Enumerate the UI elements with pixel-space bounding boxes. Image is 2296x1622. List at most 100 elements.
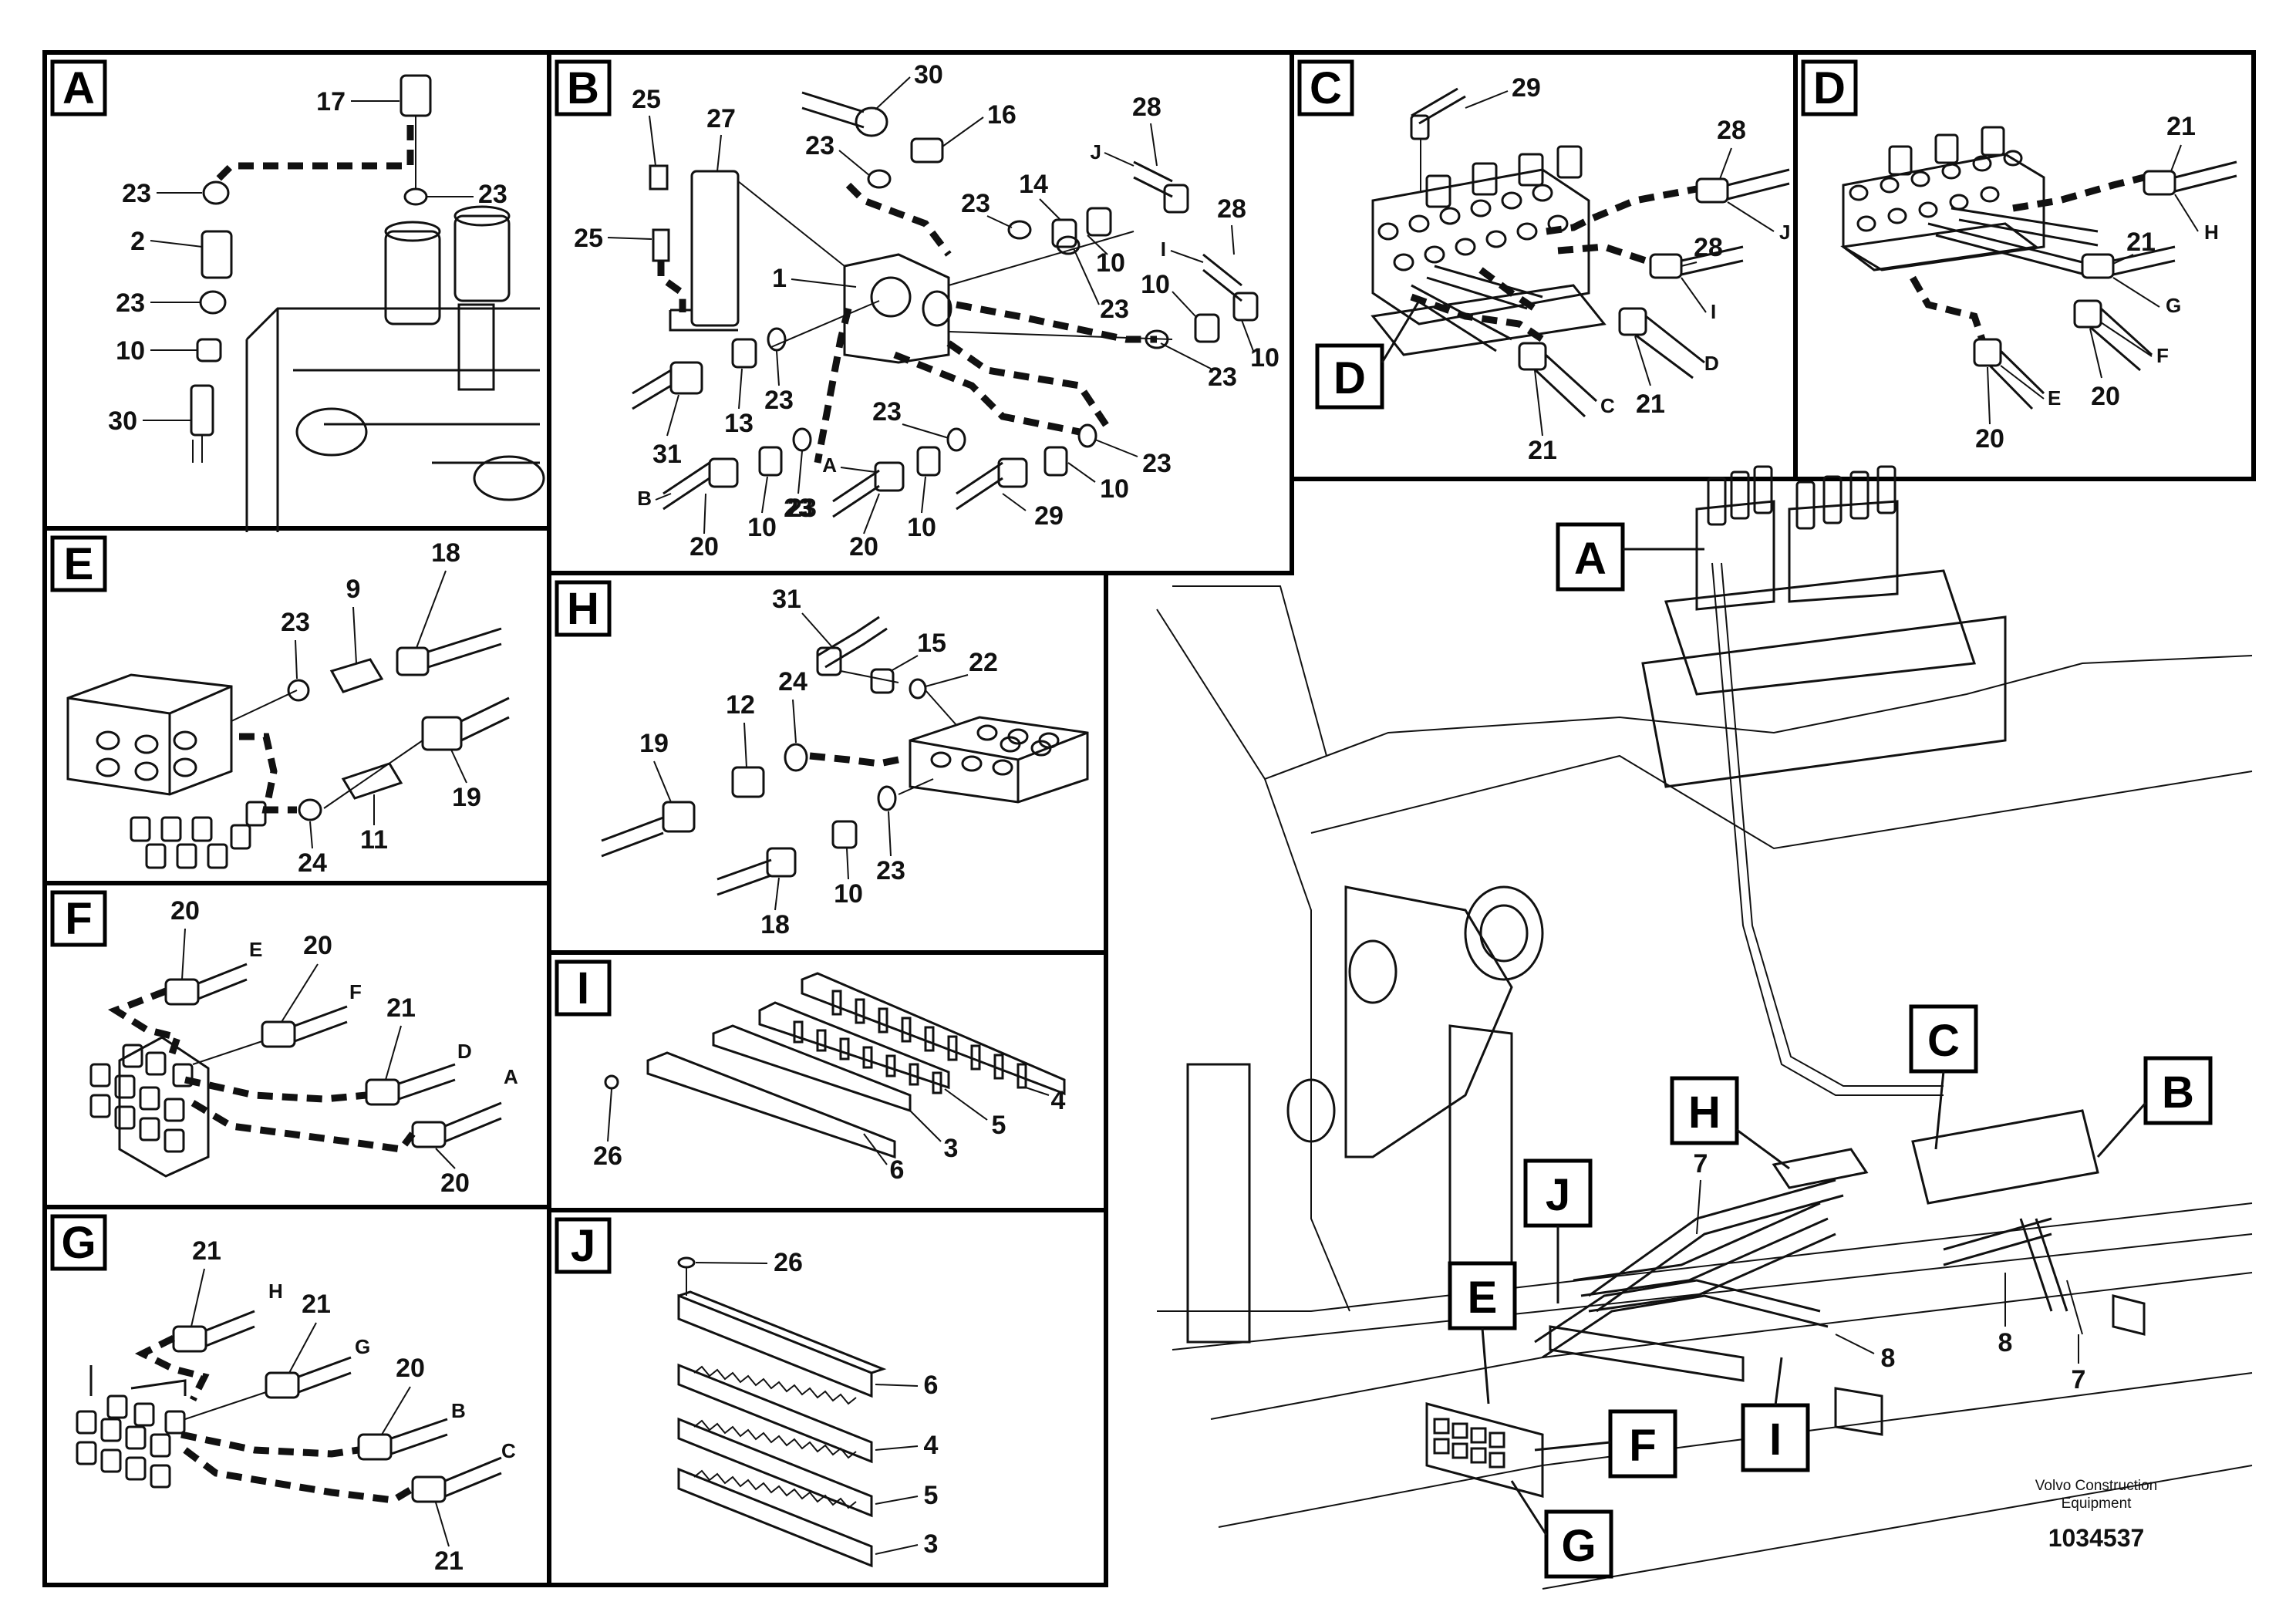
svg-text:21: 21 [1636, 389, 1665, 419]
svg-text:23: 23 [787, 494, 817, 523]
svg-text:I: I [1769, 1415, 1782, 1465]
svg-text:10: 10 [834, 879, 863, 909]
svg-text:29: 29 [1034, 501, 1064, 531]
svg-text:C: C [501, 1439, 516, 1462]
svg-text:F: F [65, 894, 92, 944]
svg-text:D: D [1333, 353, 1366, 403]
svg-text:J: J [1779, 221, 1790, 244]
svg-text:23: 23 [876, 856, 905, 885]
panel-tag-A: A [50, 59, 107, 116]
panel-b-drawing [632, 91, 1259, 518]
overview-drawing [1156, 465, 2253, 1590]
panel-b-labels: 25 27 25 1 30 16 23 28 J 14 23 10 I 28 2… [574, 60, 1279, 561]
svg-text:I: I [1711, 300, 1716, 323]
svg-text:G: G [1561, 1521, 1596, 1571]
panel-e-drawing [66, 627, 510, 869]
svg-text:A: A [504, 1065, 518, 1088]
svg-text:9: 9 [346, 575, 361, 604]
svg-text:11: 11 [360, 825, 388, 855]
svg-text:12: 12 [726, 690, 755, 720]
svg-text:2: 2 [130, 227, 145, 256]
overview-tag-A: A [1556, 522, 1704, 592]
svg-text:15: 15 [917, 629, 946, 658]
svg-text:3: 3 [924, 1529, 939, 1559]
svg-text:13: 13 [724, 409, 754, 438]
svg-text:23: 23 [1100, 295, 1129, 324]
overview-labels: 7 8 8 7 [1694, 1149, 2086, 1394]
svg-text:27: 27 [706, 104, 736, 133]
panel-g-labels: 21 H 21 G 20 B C 21 [190, 1236, 516, 1576]
svg-text:21: 21 [192, 1236, 221, 1266]
svg-text:1: 1 [772, 264, 787, 293]
svg-text:3: 3 [944, 1134, 959, 1163]
overview-tags: A C B H J E F G I [1448, 522, 2213, 1579]
svg-text:10: 10 [1096, 248, 1125, 278]
svg-text:28: 28 [1132, 93, 1161, 122]
svg-text:16: 16 [987, 100, 1017, 130]
overview-tag-H: H [1670, 1076, 1790, 1170]
svg-text:10: 10 [116, 336, 145, 366]
svg-text:21: 21 [1636, 389, 1665, 419]
panel-tag-E: E [50, 535, 107, 592]
panel-tag-J: J [555, 1217, 612, 1274]
svg-text:18: 18 [431, 538, 460, 568]
svg-text:F: F [349, 980, 362, 1003]
svg-text:20: 20 [440, 1168, 470, 1198]
overview-tag-B: B [2096, 1056, 2213, 1158]
svg-text:A: A [62, 63, 95, 113]
svg-text:30: 30 [108, 406, 137, 436]
panel-f-drawing [89, 963, 502, 1178]
panel-a-labels: 17 23 23 2 23 10 30 [108, 87, 507, 436]
svg-text:19: 19 [452, 783, 481, 812]
svg-text:31: 31 [652, 440, 682, 469]
svg-text:20: 20 [170, 896, 200, 926]
svg-text:20: 20 [396, 1354, 425, 1383]
svg-text:D: D [1813, 63, 1846, 113]
overview-tag-I: I [1741, 1357, 1810, 1472]
svg-text:18: 18 [760, 910, 790, 939]
svg-text:H: H [2204, 221, 2219, 244]
drawing-footer: Volvo Construction Equipment 1034537 [2035, 1478, 2157, 1552]
svg-text:23: 23 [784, 494, 813, 523]
svg-text:8: 8 [1998, 1328, 2013, 1357]
svg-text:6: 6 [924, 1371, 939, 1400]
svg-text:4: 4 [924, 1431, 939, 1460]
svg-text:4: 4 [1051, 1086, 1066, 1115]
svg-text:29: 29 [1512, 73, 1541, 103]
svg-text:G: G [2166, 294, 2181, 317]
svg-text:23: 23 [1142, 449, 1172, 478]
svg-text:20: 20 [1975, 424, 2004, 454]
svg-text:J: J [1091, 140, 1101, 164]
svg-text:21: 21 [2166, 112, 2196, 141]
svg-text:26: 26 [593, 1141, 622, 1171]
svg-text:F: F [2156, 344, 2169, 367]
panel-j-labels: 26 6 4 5 3 [695, 1248, 939, 1559]
panel-tag-I: I [555, 959, 612, 1017]
overview-tag-E: E [1448, 1261, 1517, 1404]
panel-tag-F: F [50, 890, 107, 947]
svg-text:21: 21 [434, 1546, 464, 1576]
panel-tags: A B C D E H F I G J [50, 59, 1858, 1274]
svg-text:10: 10 [1141, 270, 1170, 299]
company-name-line1: Volvo Construction [2035, 1478, 2157, 1494]
svg-text:21: 21 [302, 1290, 331, 1319]
svg-text:10: 10 [907, 513, 936, 542]
panel-f-labels: 20 E 20 F 21 D A 20 [170, 896, 518, 1198]
svg-text:G: G [61, 1218, 96, 1268]
svg-text:10: 10 [747, 513, 777, 542]
svg-text:25: 25 [574, 224, 603, 253]
svg-text:23: 23 [872, 397, 902, 427]
svg-text:E: E [249, 938, 262, 961]
svg-text:20: 20 [849, 532, 878, 561]
panel-tag-G: G [50, 1214, 107, 1271]
svg-text:E: E [64, 539, 94, 589]
svg-text:H: H [1688, 1088, 1721, 1138]
panel-h-labels: 31 15 22 12 24 19 10 23 18 [639, 585, 998, 939]
svg-text:20: 20 [689, 532, 719, 561]
svg-text:22: 22 [969, 648, 998, 677]
svg-text:7: 7 [2072, 1365, 2086, 1394]
panel-tag-C: C [1297, 59, 1354, 116]
svg-text:28: 28 [1694, 233, 1723, 262]
panel-i-labels: 4 5 3 6 26 [593, 1086, 1065, 1185]
